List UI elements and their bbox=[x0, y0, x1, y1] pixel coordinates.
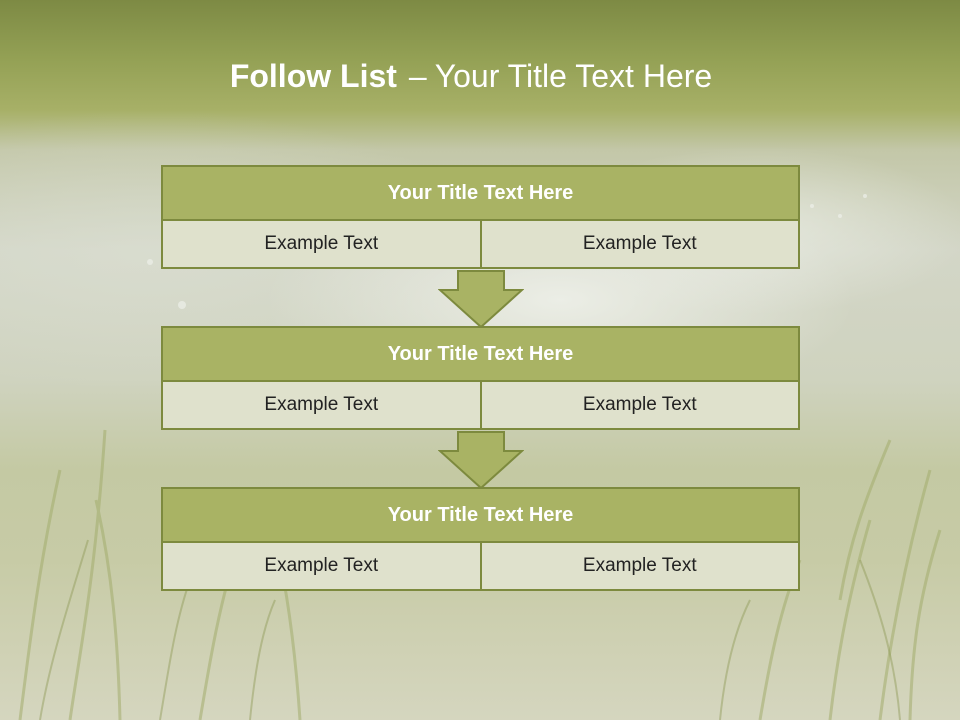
block-cell-left: Example Text bbox=[161, 541, 482, 591]
slide-title-main: Follow List bbox=[229, 58, 397, 94]
block-cell-left: Example Text bbox=[161, 380, 482, 430]
slide-title-subtitle: Your Title Text Here bbox=[434, 58, 713, 94]
down-arrow-icon bbox=[438, 270, 524, 328]
block-cell-right: Example Text bbox=[479, 380, 800, 430]
block-row: Example Text Example Text bbox=[161, 541, 800, 591]
block-row: Example Text Example Text bbox=[161, 219, 800, 269]
block-cell-right: Example Text bbox=[479, 219, 800, 269]
block-title: Your Title Text Here bbox=[161, 165, 800, 221]
slide-title-dash: – bbox=[408, 58, 427, 94]
follow-block-1: Your Title Text Here Example Text Exampl… bbox=[161, 165, 800, 269]
block-row: Example Text Example Text bbox=[161, 380, 800, 430]
follow-block-3: Your Title Text Here Example Text Exampl… bbox=[161, 487, 800, 591]
slide-title: Follow List–Your Title Text Here bbox=[0, 52, 942, 100]
block-cell-right: Example Text bbox=[479, 541, 800, 591]
block-title: Your Title Text Here bbox=[161, 487, 800, 543]
block-title: Your Title Text Here bbox=[161, 326, 800, 382]
block-cell-left: Example Text bbox=[161, 219, 482, 269]
down-arrow-icon bbox=[438, 431, 524, 489]
follow-block-2: Your Title Text Here Example Text Exampl… bbox=[161, 326, 800, 430]
